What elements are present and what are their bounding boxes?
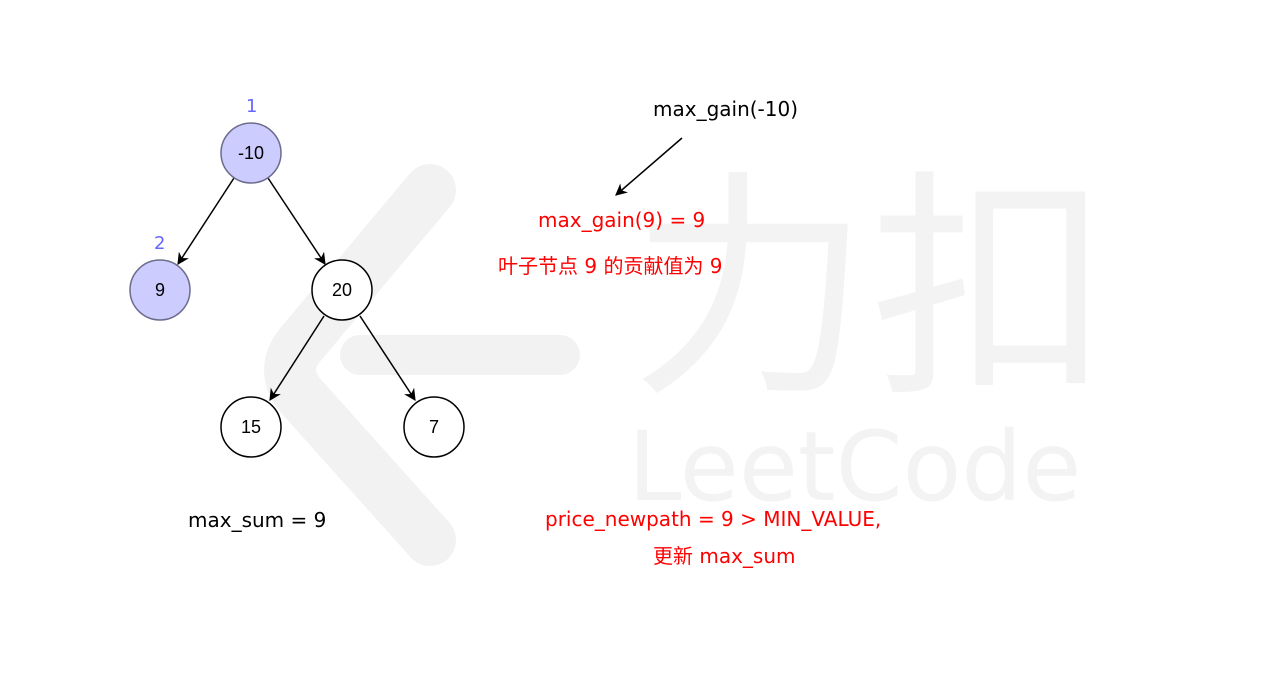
result-annotation: max_gain(9) = 9 [538,208,706,232]
explanation-annotation: 叶子节点 9 的贡献值为 9 [498,254,723,278]
tree-node-root: -10 [237,143,264,163]
tree-node-left: 9 [154,280,165,300]
tree-node-right-right: 7 [428,417,439,437]
max-sum-label: max_sum = 9 [188,508,327,532]
price-newpath-annotation: price_newpath = 9 > MIN_VALUE, [545,507,882,531]
tree-node-right-left: 15 [240,417,262,437]
watermark-en: LeetCode [628,411,1082,523]
call-annotation: max_gain(-10) [653,97,799,121]
visit-order-label: 2 [154,233,166,254]
watermark-cn: 力扣 [630,150,1111,430]
visit-order-label: 1 [246,96,258,117]
update-annotation: 更新 max_sum [653,544,796,568]
tree-node-right: 20 [331,280,353,300]
